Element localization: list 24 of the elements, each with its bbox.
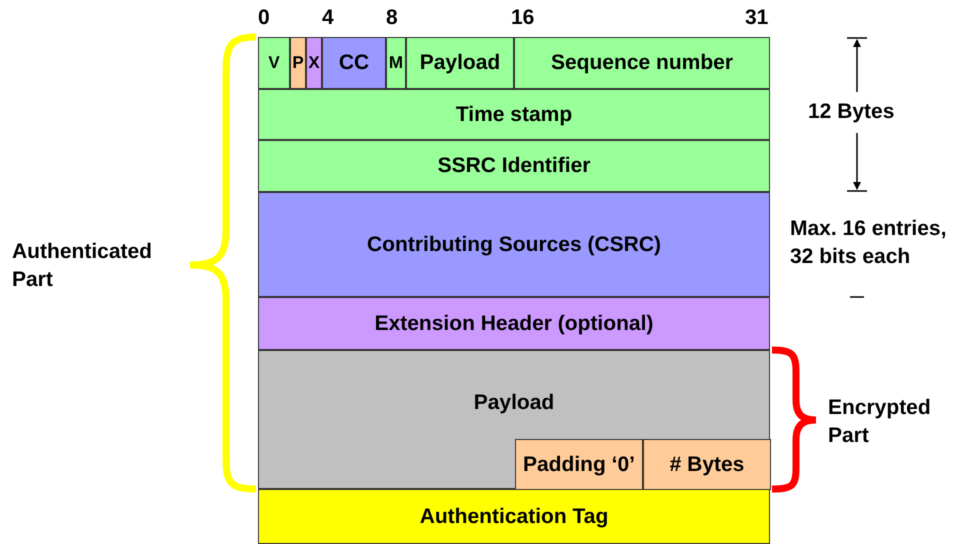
bracket-label: Encrypted Part	[828, 395, 932, 449]
padding-field: Padding ‘0’	[515, 439, 643, 490]
authentication-tag-field: Authentication Tag	[258, 489, 770, 544]
sequence-number-field: Sequence number	[514, 37, 770, 89]
size-note: Max. 16 entries, 32 bits each	[790, 216, 948, 270]
padding-count-field: # Bytes	[643, 439, 771, 490]
size-label: 12 Bytes	[808, 99, 894, 125]
bit-number: 0	[258, 5, 270, 31]
bit-number: 4	[322, 5, 334, 31]
extension-flag-field: X	[306, 37, 322, 89]
version-field: V	[258, 37, 290, 89]
padding-flag-field: P	[290, 37, 306, 89]
bit-number: 8	[386, 5, 398, 31]
timestamp-field: Time stamp	[258, 89, 770, 140]
extension-header-field: Extension Header (optional)	[258, 297, 770, 350]
bit-number: 16	[511, 5, 534, 31]
marker-field: M	[386, 37, 406, 89]
csrc-count-field: CC	[322, 37, 386, 89]
ssrc-field: SSRC Identifier	[258, 140, 770, 192]
bit-number: 31	[745, 5, 768, 31]
payload-field: Payload Padding ‘0’ # Bytes	[258, 350, 770, 489]
csrc-field: Contributing Sources (CSRC)	[258, 192, 770, 297]
bracket-label: Authenticated Part	[12, 239, 154, 293]
payload-type-field: Payload	[406, 37, 514, 89]
